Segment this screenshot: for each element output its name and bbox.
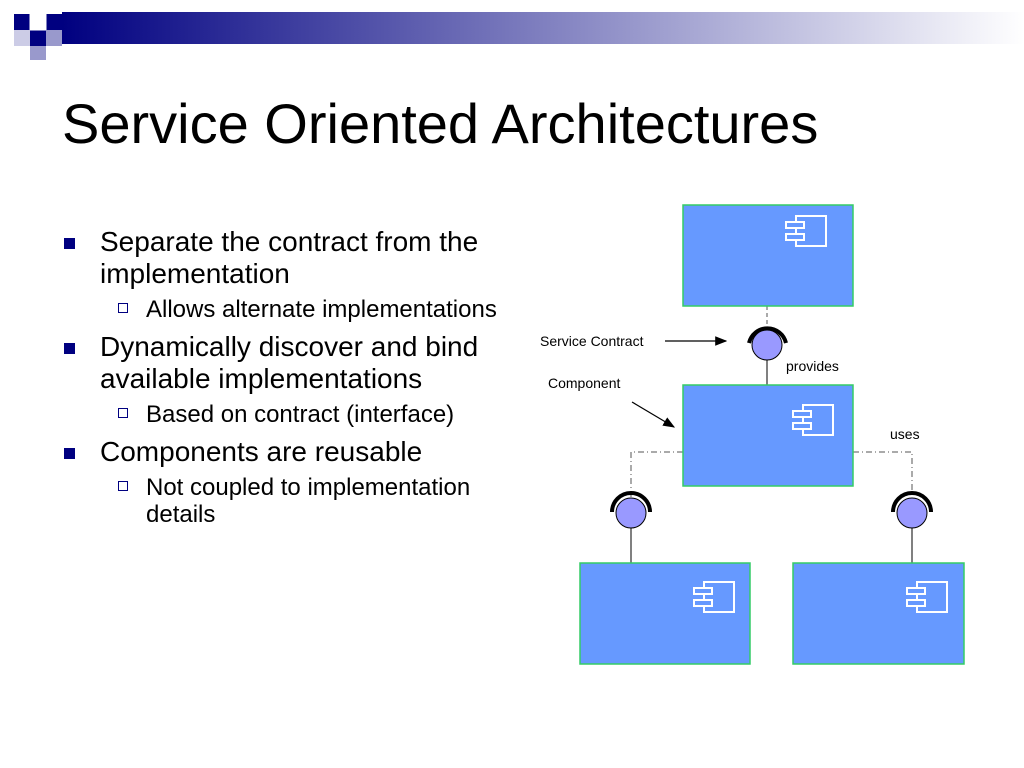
component-icon xyxy=(785,215,827,247)
sub-bullet-text: Allows alternate implementations xyxy=(146,296,497,323)
component-arrow-icon xyxy=(631,401,676,428)
interface-bottom-left xyxy=(610,491,652,529)
header-square xyxy=(14,30,30,46)
header-square xyxy=(30,46,46,60)
uses-connector-left xyxy=(630,451,683,497)
sub-bullet-item: Based on contract (interface) xyxy=(62,401,532,428)
uses-connector-right xyxy=(853,451,913,497)
header-square xyxy=(30,30,46,46)
component-top xyxy=(682,204,854,307)
bullet-text: Components are reusable xyxy=(100,436,423,467)
uses-label: uses xyxy=(890,426,920,442)
interface-ball xyxy=(751,329,783,361)
component-bottom-right xyxy=(792,562,965,665)
bullet-text: Separate the contract from the implement… xyxy=(100,226,479,289)
sub-bullet-item: Not coupled to implementation details xyxy=(62,474,532,528)
component-label: Component xyxy=(548,375,620,391)
sub-bullet-item: Allows alternate implementations xyxy=(62,296,532,323)
sub-bullet-text: Based on contract (interface) xyxy=(146,401,455,428)
component-bottom-left xyxy=(579,562,751,665)
bullet-list: Separate the contract from the implement… xyxy=(62,226,532,536)
sub-bullet-list: Based on contract (interface) xyxy=(62,401,532,428)
bullet-text: Dynamically discover and bind available … xyxy=(100,331,479,394)
socket-arc xyxy=(891,491,933,513)
bullet-item: Components are reusable xyxy=(62,436,532,468)
interface-ball xyxy=(896,497,928,529)
header-gradient-bar xyxy=(62,12,1024,44)
square-bullet-icon xyxy=(64,343,75,354)
header-square xyxy=(46,14,62,30)
square-bullet-icon xyxy=(64,448,75,459)
hollow-square-bullet-icon xyxy=(118,303,128,313)
component-icon xyxy=(792,404,834,436)
sub-bullet-list: Allows alternate implementations xyxy=(62,296,532,323)
header-square xyxy=(46,30,62,46)
square-bullet-icon xyxy=(64,238,75,249)
sub-bullet-list: Not coupled to implementation details xyxy=(62,474,532,528)
socket-arc xyxy=(747,326,788,344)
interface-bottom-right xyxy=(891,491,933,529)
bullet-item: Dynamically discover and bind available … xyxy=(62,331,532,395)
interface-top xyxy=(747,326,788,361)
socket-arc xyxy=(610,491,652,513)
hollow-square-bullet-icon xyxy=(118,408,128,418)
header-decoration xyxy=(14,12,1024,60)
header-square xyxy=(14,14,30,30)
interface-ball xyxy=(615,497,647,529)
provides-label: provides xyxy=(786,358,839,374)
service-contract-label: Service Contract xyxy=(540,333,644,349)
slide-title: Service Oriented Architectures xyxy=(62,92,819,155)
header-square xyxy=(14,46,30,58)
component-icon xyxy=(693,581,735,613)
hollow-square-bullet-icon xyxy=(118,481,128,491)
bullet-item: Separate the contract from the implement… xyxy=(62,226,532,290)
component-middle xyxy=(682,384,854,487)
header-square xyxy=(29,13,47,31)
sub-bullet-text: Not coupled to implementation details xyxy=(146,474,471,528)
component-icon xyxy=(906,581,948,613)
